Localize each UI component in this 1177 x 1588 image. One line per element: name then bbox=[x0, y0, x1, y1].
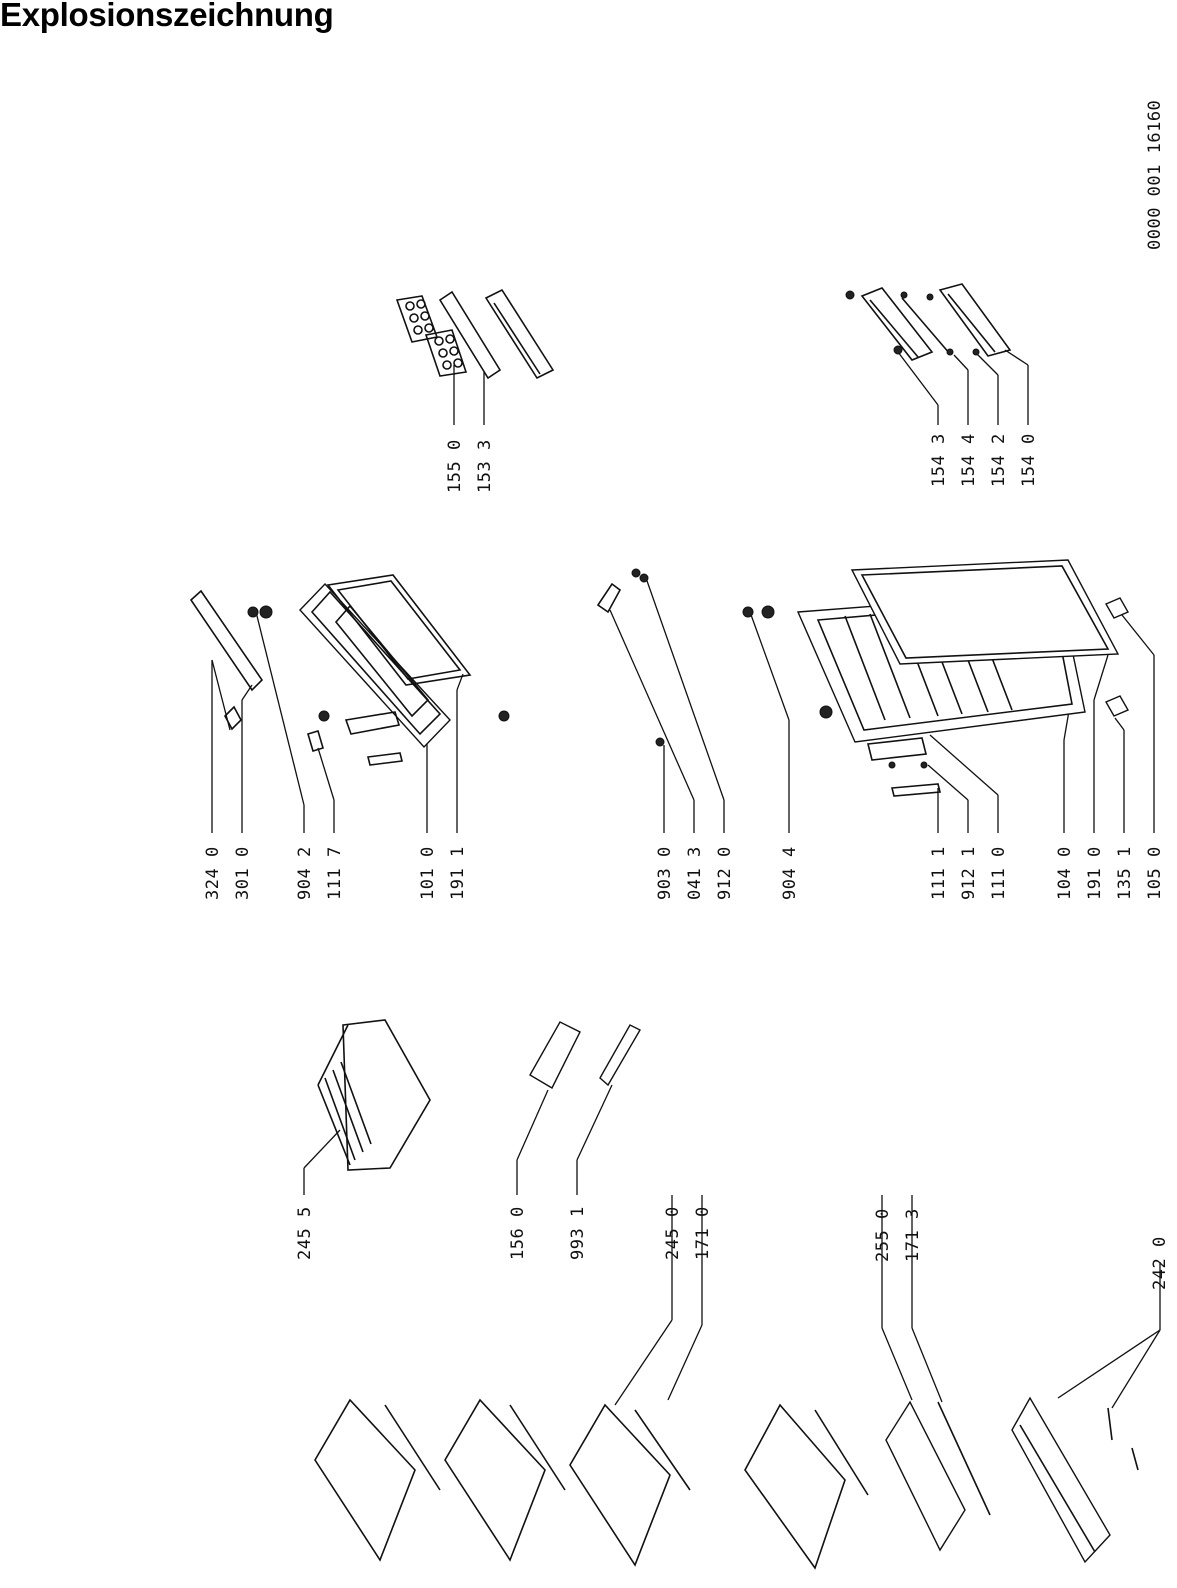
callout-label: 101 0 bbox=[418, 846, 438, 900]
callout-label: 904 4 bbox=[780, 846, 800, 900]
page-title: Explosionszeichnung bbox=[0, 0, 334, 33]
wire-shelf bbox=[444, 1398, 566, 1562]
callout-label: 135 1 bbox=[1115, 846, 1135, 900]
callout-label: 154 3 bbox=[929, 433, 949, 487]
callout-label: 245 0 bbox=[663, 1206, 683, 1260]
callout-label: 324 0 bbox=[203, 846, 223, 900]
callout-label: 912 0 bbox=[715, 846, 735, 900]
callout-labels: 324 0 301 0 904 2 111 7 101 0 191 1 155 … bbox=[203, 433, 1170, 1290]
egg-trays bbox=[395, 288, 555, 380]
callout-label: 041 3 bbox=[685, 846, 705, 900]
callout-label: 111 0 bbox=[989, 846, 1009, 900]
callout-label: 904 2 bbox=[295, 846, 315, 900]
callout-label: 191 0 bbox=[1085, 846, 1105, 900]
callout-label: 255 0 bbox=[873, 1208, 893, 1262]
freezer-door-assembly bbox=[189, 574, 510, 766]
wire-shelf bbox=[569, 1403, 691, 1567]
leader-lines bbox=[211, 349, 1161, 1409]
callout-label: 903 0 bbox=[655, 846, 675, 900]
callout-label: 156 0 bbox=[508, 1206, 528, 1260]
callout-label: 104 0 bbox=[1055, 846, 1075, 900]
fridge-door-assembly bbox=[596, 559, 1129, 797]
callout-label: 154 4 bbox=[959, 433, 979, 487]
callout-label: 191 1 bbox=[448, 846, 468, 900]
callout-label: 993 1 bbox=[568, 1206, 588, 1260]
callout-label: 111 7 bbox=[325, 846, 345, 900]
shelves-and-crisper bbox=[314, 1019, 1139, 1570]
callout-label: 105 0 bbox=[1145, 846, 1165, 900]
callout-label: 154 2 bbox=[989, 433, 1009, 487]
wire-shelf bbox=[744, 1403, 869, 1570]
callout-label: 245 5 bbox=[295, 1206, 315, 1260]
callout-label: 171 0 bbox=[693, 1206, 713, 1260]
callout-label: 111 1 bbox=[929, 846, 949, 900]
callout-label: 154 0 bbox=[1019, 433, 1039, 487]
callout-label: 912 1 bbox=[959, 846, 979, 900]
callout-label: 171 3 bbox=[903, 1208, 923, 1262]
callout-label: 301 0 bbox=[233, 846, 253, 900]
callout-label: 155 0 bbox=[445, 439, 465, 493]
callout-label: 153 3 bbox=[475, 439, 495, 493]
wire-shelf bbox=[314, 1398, 441, 1562]
drawing-number: 0000 001 16160 bbox=[1145, 100, 1165, 250]
door-racks bbox=[845, 283, 1012, 361]
